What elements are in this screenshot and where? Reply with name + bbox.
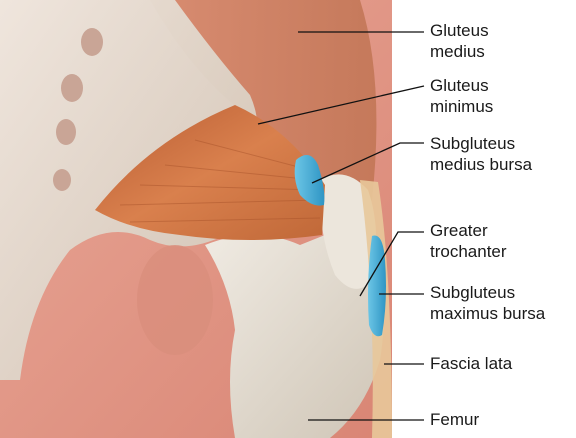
- label-greater-trochanter: Greater trochanter: [430, 220, 507, 262]
- obturator-foramen: [137, 245, 213, 355]
- label-gluteus-medius: Gluteus medius: [430, 20, 489, 62]
- label-gluteus-minimus-line-2: minimus: [430, 96, 493, 117]
- label-subgluteus-medius-bursa: Subgluteus medius bursa: [430, 133, 532, 175]
- sacral-foramen: [61, 74, 83, 102]
- sacral-foramen: [81, 28, 103, 56]
- sacral-foramen: [56, 119, 76, 145]
- subgluteus-maximus-bursa-shape: [368, 236, 386, 337]
- label-greater-trochanter-line-1: Greater: [430, 220, 507, 241]
- label-femur: Femur: [430, 409, 479, 430]
- label-subgluteus-medius-bursa-line-1: Subgluteus: [430, 133, 532, 154]
- label-subgluteus-maximus-bursa: Subgluteus maximus bursa: [430, 282, 545, 324]
- label-greater-trochanter-line-2: trochanter: [430, 241, 507, 262]
- label-subgluteus-maximus-bursa-line-2: maximus bursa: [430, 303, 545, 324]
- sacral-foramen: [53, 169, 71, 191]
- label-gluteus-minimus-line-1: Gluteus: [430, 75, 493, 96]
- label-gluteus-minimus: Gluteus minimus: [430, 75, 493, 117]
- label-subgluteus-medius-bursa-line-2: medius bursa: [430, 154, 532, 175]
- label-fascia-lata: Fascia lata: [430, 353, 512, 374]
- label-subgluteus-maximus-bursa-line-1: Subgluteus: [430, 282, 545, 303]
- label-gluteus-medius-line-2: medius: [430, 41, 489, 62]
- label-gluteus-medius-line-1: Gluteus: [430, 20, 489, 41]
